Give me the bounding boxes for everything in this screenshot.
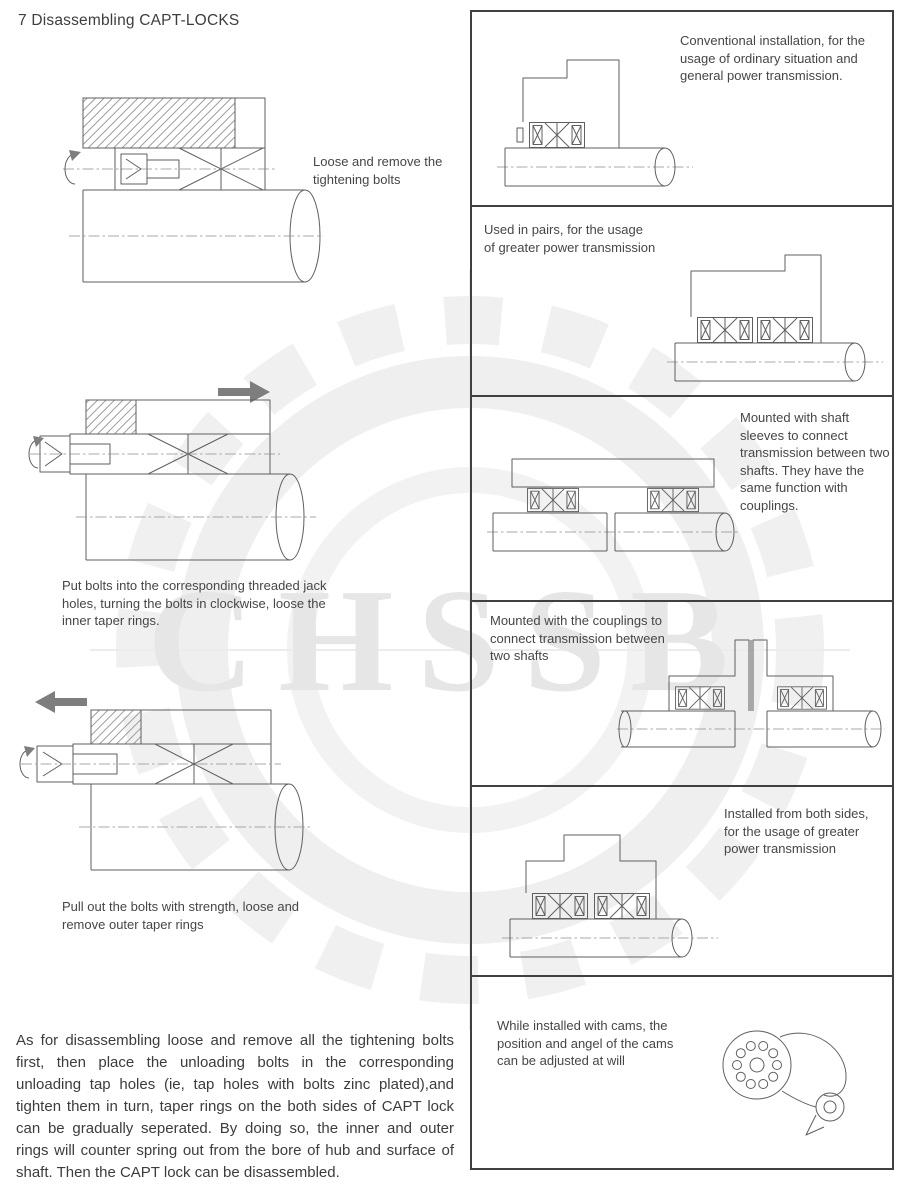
diagram-used-in-pairs: [667, 254, 883, 382]
panel-row-conventional: Conventional installation, for the usage…: [472, 12, 892, 207]
panel-row-cams: While installed with cams, the position …: [472, 977, 892, 1168]
example-caption-shaft-sleeves: Mounted with shaft sleeves to connect tr…: [740, 410, 890, 513]
diagram-pull-out-bolts: [19, 691, 313, 871]
step-caption-1: Loose and remove the tightening bolts: [313, 154, 443, 187]
diagram-cam-installation: [722, 1030, 847, 1136]
panel-row-shaft-sleeves: Mounted with shaft sleeves to connect tr…: [472, 397, 892, 602]
example-caption-both-sides: Installed from both sides, for the usage…: [724, 806, 869, 856]
installation-examples-panel: Conventional installation, for the usage…: [470, 10, 894, 1170]
page-title: 7 Disassembling CAPT-LOCKS: [18, 12, 240, 29]
diagram-loosen-tightening-bolts: [63, 97, 323, 283]
diagram-shaft-sleeves: [487, 458, 739, 552]
diagram-turn-bolts-clockwise: [28, 381, 316, 561]
example-caption-conventional: Conventional installation, for the usage…: [680, 33, 866, 83]
panel-row-pairs: Used in pairs, for the usage of greater …: [472, 207, 892, 397]
body-paragraph: As for disassembling loose and remove al…: [16, 1032, 454, 1181]
example-caption-pairs: Used in pairs, for the usage of greater …: [484, 222, 656, 255]
panel-row-couplings: Mounted with the couplings to connect tr…: [472, 602, 892, 787]
panel-row-both-sides: Installed from both sides, for the usage…: [472, 787, 892, 977]
diagram-installed-both-sides: [502, 834, 718, 958]
step-caption-2: Put bolts into the corresponding threade…: [62, 578, 327, 628]
diagram-conventional-installation: [497, 59, 693, 187]
step-caption-3: Pull out the bolts with strength, loose …: [62, 899, 300, 932]
diagram-couplings: [617, 639, 885, 748]
example-caption-cams: While installed with cams, the position …: [497, 1018, 674, 1068]
